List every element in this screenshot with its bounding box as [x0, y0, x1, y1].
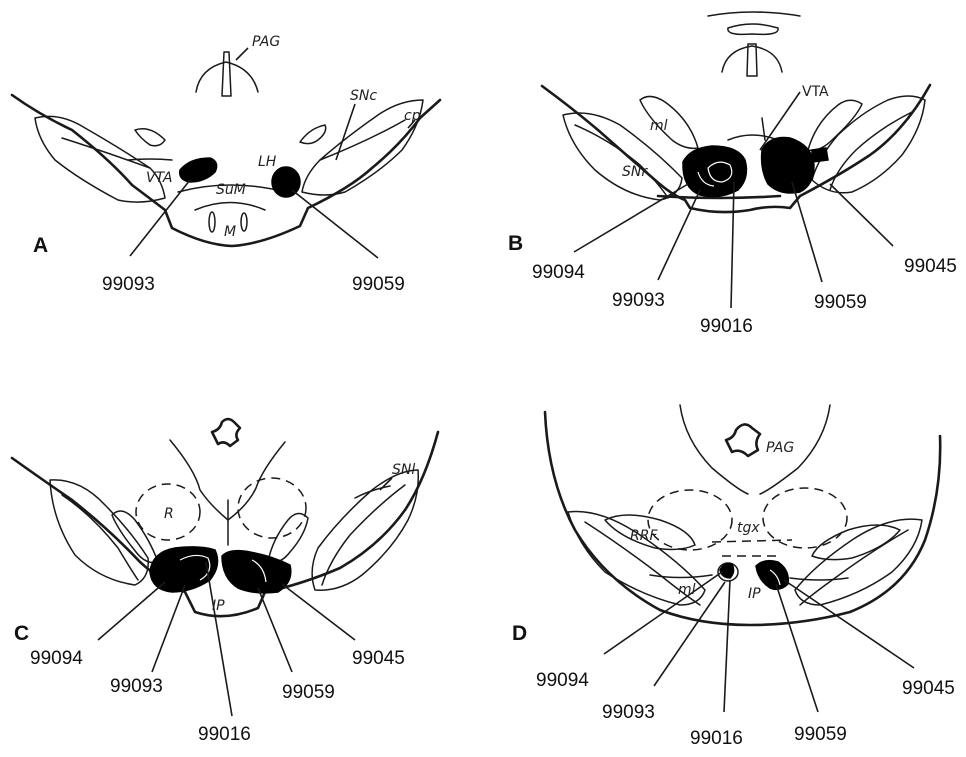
panel-b-left-inner	[575, 125, 668, 198]
label-a-snc: SNc	[350, 88, 377, 104]
panel-a-mammillary-left	[209, 212, 215, 232]
lesion-b-left	[683, 146, 747, 197]
panel-b-pag-ring	[728, 24, 778, 34]
label-d-tgx: tgx	[737, 520, 760, 536]
label-a-lh: LH	[258, 154, 277, 170]
leader-a-snc	[336, 104, 355, 160]
panel-b-pag-top	[708, 12, 800, 16]
panel-c-raphe-right	[228, 442, 285, 520]
label-d-ml: ml	[678, 582, 696, 598]
panel-b-pag-arch	[722, 46, 782, 72]
leader-b-99045	[830, 184, 893, 246]
panel-d-aqueduct	[726, 424, 760, 456]
lesion-label-a-99093: 99093	[102, 274, 155, 295]
label-c-r: R	[164, 506, 174, 522]
panel-b-left-ml	[640, 96, 698, 148]
leader-c-99094	[98, 582, 165, 640]
panel-a-pag-outline	[196, 62, 258, 92]
panel-b-right-cp	[812, 96, 925, 193]
panel-b-right-ml	[808, 100, 862, 150]
label-b-snr: SNr	[622, 164, 648, 180]
panel-c-red-nucleus-right	[238, 478, 306, 538]
lesion-label-b-99094: 99094	[532, 262, 585, 283]
label-c-ip: IP	[212, 598, 225, 614]
panel-c-aqueduct	[212, 419, 240, 446]
label-d-ip: IP	[748, 586, 761, 602]
panel-d: PAG RRF tgx ml IP D 99094 99093 99016 99…	[512, 405, 955, 749]
lesion-label-d-99059: 99059	[794, 724, 847, 745]
lesion-label-b-99016: 99016	[700, 316, 753, 337]
leader-c-99059	[258, 588, 292, 672]
label-b-ml: ml	[650, 118, 668, 134]
panel-letter-d: D	[512, 622, 527, 645]
leader-d-99045	[784, 580, 914, 668]
leader-b-99094	[574, 184, 688, 252]
leader-b-99016	[731, 182, 734, 308]
lesion-b-right-tab	[812, 148, 828, 162]
lesion-b-right	[762, 138, 814, 194]
label-d-rrf: RRF	[630, 528, 658, 544]
label-a-cp: cp	[404, 108, 421, 124]
lesion-label-c-99045: 99045	[352, 648, 405, 669]
panel-d-right-ml	[790, 578, 848, 580]
lesion-label-d-99093: 99093	[602, 702, 655, 723]
panel-a-left-ml	[135, 129, 165, 146]
panel-b: VTA ml SNr B 99094 99093 99016 99059 990…	[508, 12, 957, 337]
leader-c-99016	[206, 562, 232, 716]
lesion-a-left	[180, 158, 217, 182]
lesion-d-left	[720, 564, 734, 578]
panel-b-section-outline	[542, 85, 930, 212]
lesion-label-c-99093: 99093	[110, 676, 163, 697]
panel-c-section-outline	[12, 432, 438, 616]
lesion-label-a-99059: 99059	[352, 274, 405, 295]
label-a-sum: SuM	[216, 182, 246, 198]
lesion-label-b-99045: 99045	[904, 256, 957, 277]
panel-a-mammillary-line	[195, 203, 265, 211]
leader-a-pag	[236, 48, 248, 60]
lesion-label-d-99045: 99045	[902, 678, 955, 699]
lesion-label-c-99016: 99016	[198, 724, 251, 745]
panel-a: PAG SNc cp VTA LH SuM M A 99093 99059	[12, 34, 440, 295]
lesion-label-d-99094: 99094	[536, 670, 589, 691]
leader-a-99059	[292, 190, 378, 258]
panel-c: SNl R IP C 99094 99093 99016 99059 99045	[12, 419, 438, 745]
panel-letter-a: A	[33, 234, 48, 257]
panel-letter-b: B	[508, 232, 523, 255]
panel-c-snl-line	[355, 486, 390, 498]
panel-a-mammillary-right	[241, 213, 247, 231]
lesion-label-b-99093: 99093	[612, 290, 665, 311]
panel-c-left-inner	[62, 495, 138, 580]
panel-d-section-outline	[545, 412, 940, 625]
leader-d-99059	[776, 584, 818, 712]
panel-b-right-inner	[830, 112, 912, 190]
panel-d-red-nucleus-right	[763, 488, 847, 548]
lesion-label-b-99059: 99059	[814, 292, 867, 313]
leader-b-99093	[658, 190, 700, 280]
label-c-snl: SNl	[392, 462, 415, 478]
panel-a-left-vta-line	[128, 159, 172, 160]
panel-b-aqueduct	[747, 44, 757, 76]
lesion-d-right	[756, 561, 788, 590]
label-a-vta: VTA	[146, 170, 172, 186]
lesion-label-c-99094: 99094	[30, 648, 83, 669]
panel-a-aqueduct	[222, 52, 231, 96]
lesion-label-d-99016: 99016	[690, 728, 743, 749]
panel-letter-c: C	[14, 622, 29, 645]
label-a-m: M	[224, 224, 236, 240]
lesion-c-right	[222, 551, 291, 593]
leader-c-99093	[152, 585, 185, 672]
leader-c-99045	[282, 584, 355, 640]
label-b-vta: VTA	[802, 84, 829, 100]
leader-d-99016	[724, 580, 730, 712]
panel-a-right-ml	[300, 125, 326, 144]
label-a-pag: PAG	[252, 34, 280, 50]
label-d-pag: PAG	[766, 440, 794, 456]
leader-b-99059	[792, 182, 822, 282]
lesion-label-c-99059: 99059	[282, 682, 335, 703]
panel-a-left-snc	[62, 138, 150, 168]
panel-d-right-rrf	[812, 525, 900, 560]
